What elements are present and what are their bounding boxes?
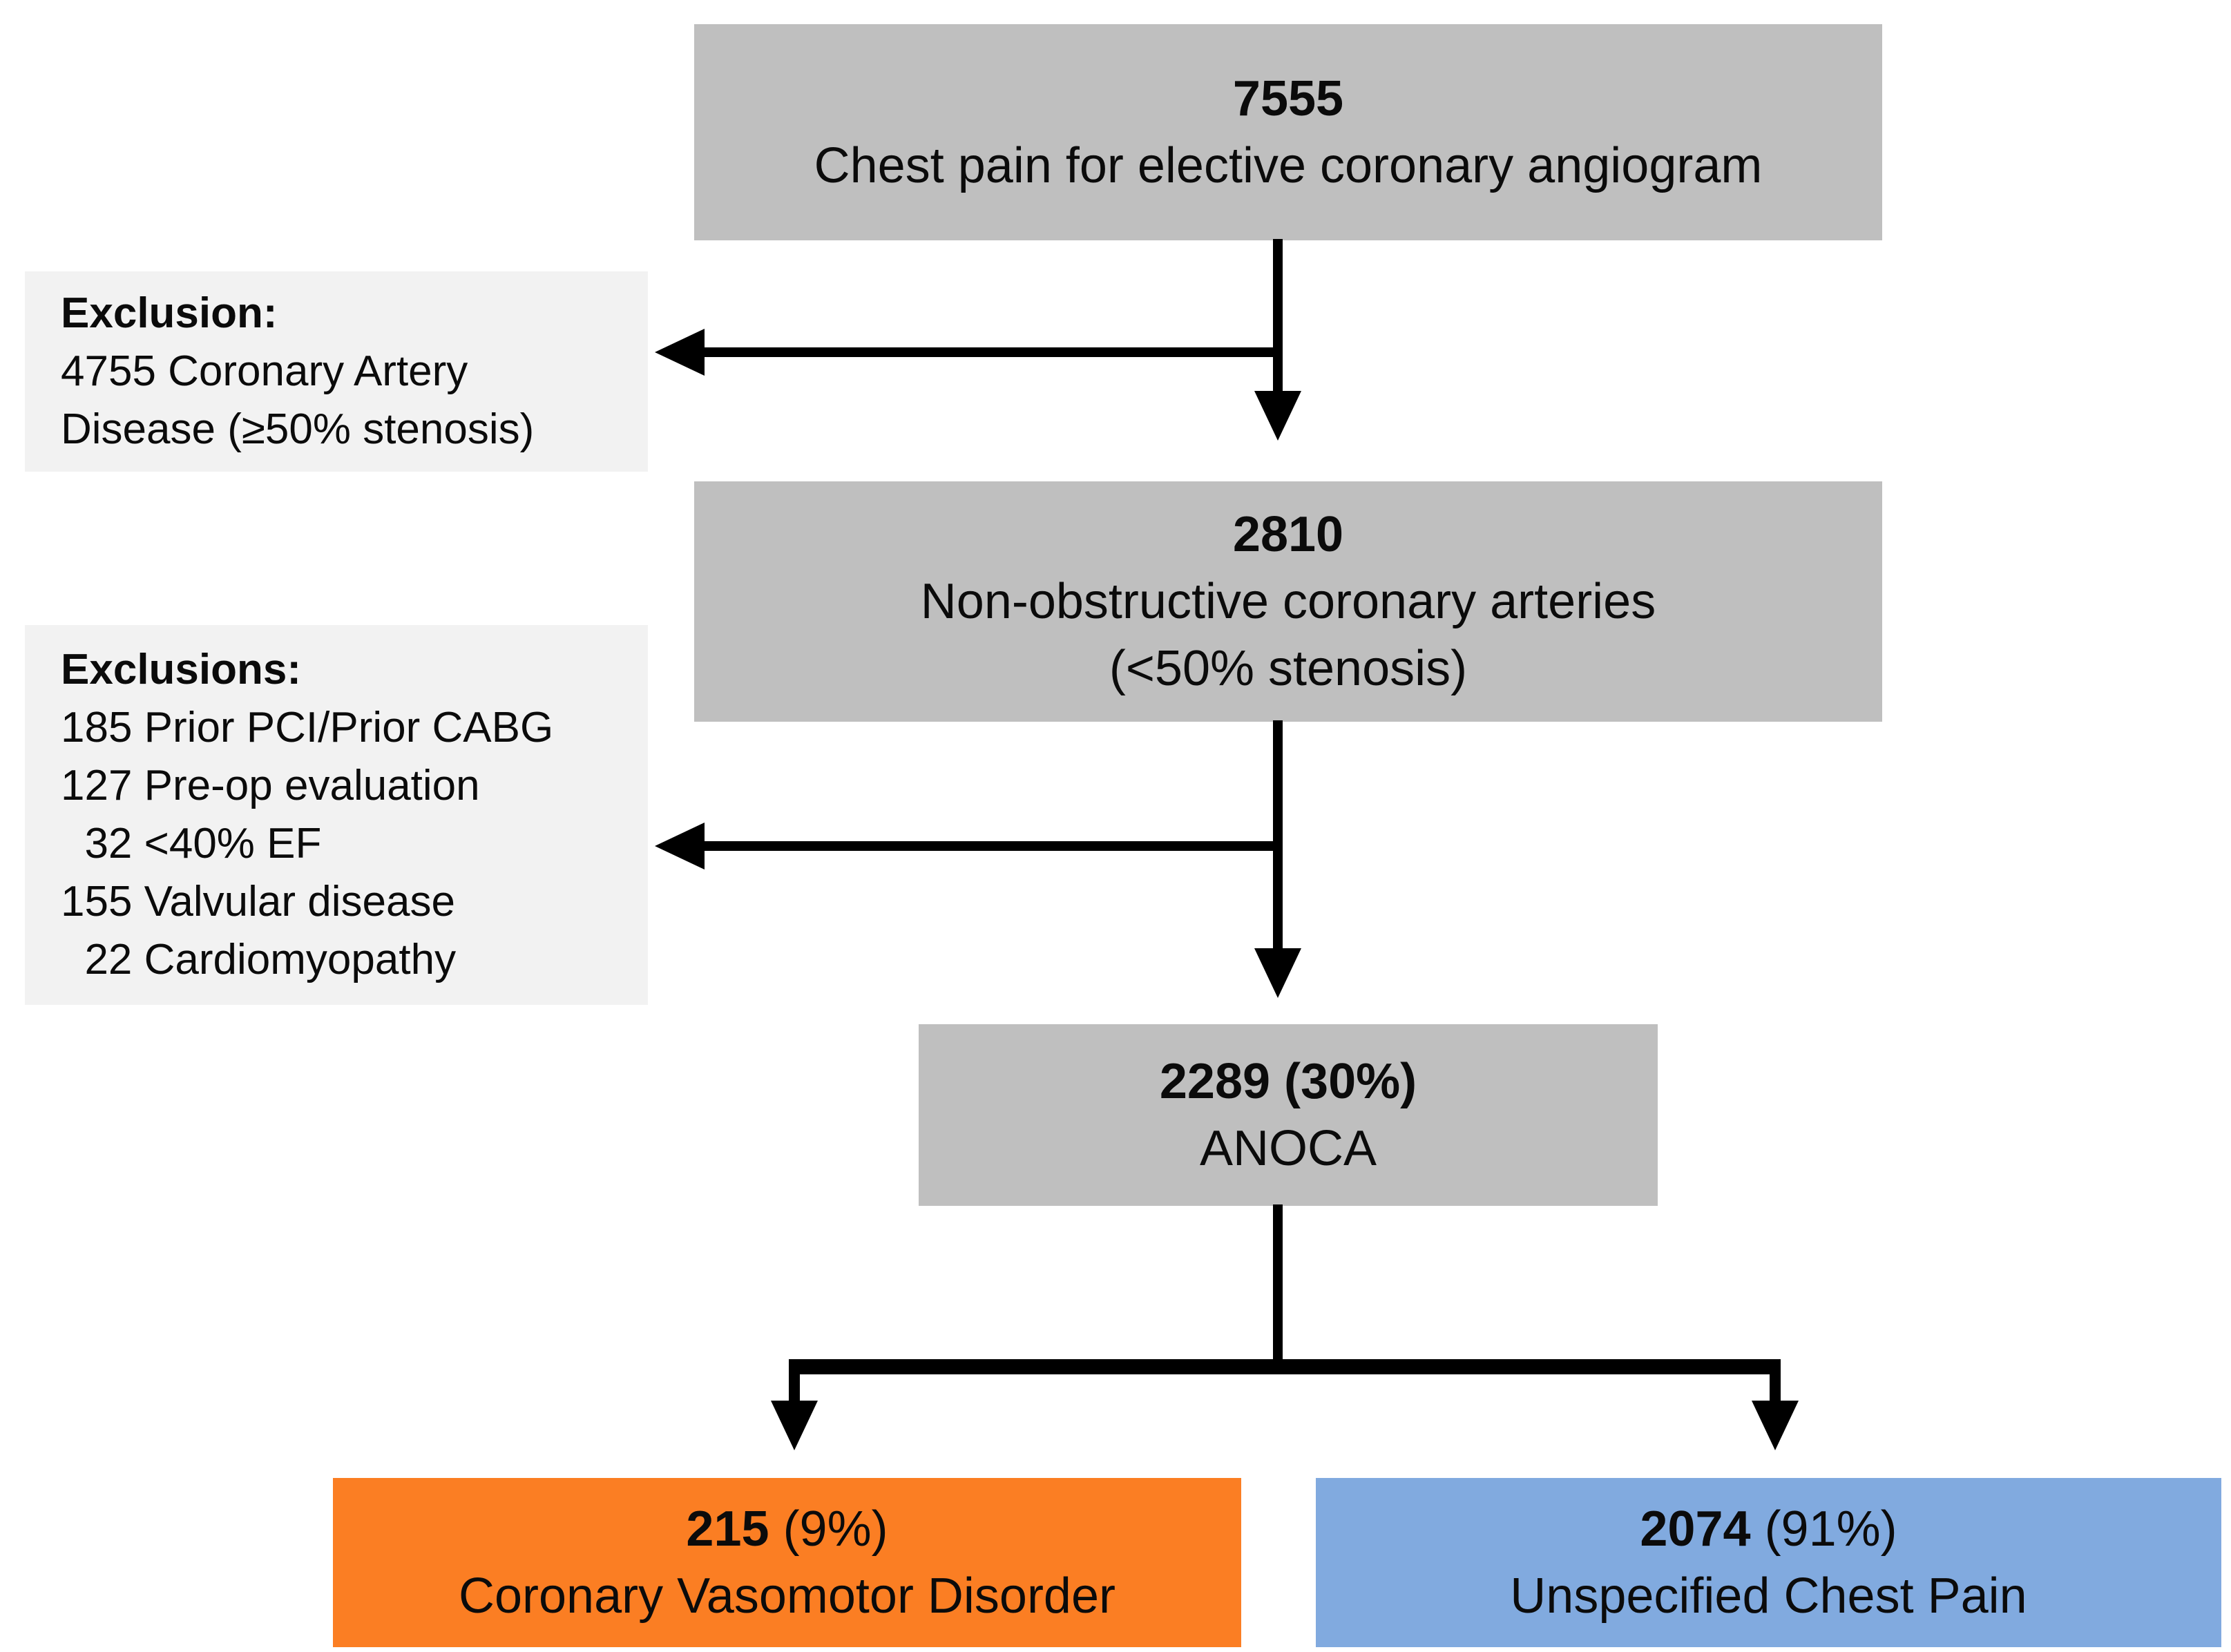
exclusion1-box: Exclusion: 4755 Coronary Artery Disease …: [25, 271, 648, 472]
exclusion2-item: 155 Valvular disease: [61, 878, 455, 925]
branch-crossbar: [789, 1359, 1781, 1374]
exclusion2-box: Exclusions: 185 Prior PCI/Prior CABG 127…: [25, 625, 648, 1005]
exclusion2-item: 22 Cardiomyopathy: [61, 936, 457, 983]
connector-left-2: [703, 841, 1283, 851]
vasomotor-label: Coronary Vasomotor Disorder: [458, 1568, 1116, 1624]
unspecified-percent: (91%): [1764, 1501, 1897, 1557]
branch-right-drop: [1770, 1359, 1781, 1403]
exclusion1-line1: 4755 Coronary Artery: [61, 347, 468, 395]
unspecified-label: Unspecified Chest Pain: [1510, 1568, 2027, 1624]
unspecified-count-line: 2074 (91%): [1640, 1496, 1897, 1563]
unspecified-count: 2074: [1640, 1501, 1751, 1557]
nonobstructive-box: 2810 Non-obstructive coronary arteries (…: [694, 481, 1882, 722]
exclusion1-heading: Exclusion:: [61, 289, 278, 337]
unspecified-box: 2074 (91%) Unspecified Chest Pain: [1316, 1478, 2221, 1647]
branch-left-drop: [789, 1359, 800, 1403]
exclusion2-item: 185 Prior PCI/Prior CABG: [61, 704, 554, 751]
arrowhead-left-2-icon: [655, 823, 705, 870]
vasomotor-count-line: 215 (9%): [686, 1496, 888, 1563]
nonobstructive-label1: Non-obstructive coronary arteries: [920, 573, 1656, 629]
nonobstructive-label2: (<50% stenosis): [1109, 640, 1468, 696]
arrowhead-branch-left-icon: [771, 1401, 818, 1450]
connector-down-2: [1273, 720, 1283, 950]
population-label: Chest pain for elective coronary angiogr…: [814, 137, 1763, 193]
population-box: 7555 Chest pain for elective coronary an…: [694, 24, 1882, 240]
anoca-count: 2289 (30%): [1159, 1053, 1417, 1109]
arrowhead-down-2-icon: [1254, 948, 1301, 998]
branch-stem: [1273, 1204, 1283, 1362]
connector-down-1: [1273, 239, 1283, 392]
arrowhead-branch-right-icon: [1752, 1401, 1799, 1450]
exclusion2-item: 127 Pre-op evaluation: [61, 762, 480, 809]
vasomotor-percent: (9%): [783, 1501, 888, 1557]
exclusion2-heading: Exclusions:: [61, 646, 301, 693]
vasomotor-box: 215 (9%) Coronary Vasomotor Disorder: [333, 1478, 1241, 1647]
arrowhead-left-1-icon: [655, 329, 705, 376]
exclusion2-item: 32 <40% EF: [61, 820, 322, 867]
arrowhead-down-1-icon: [1254, 391, 1301, 441]
connector-left-1: [703, 347, 1283, 357]
anoca-box: 2289 (30%) ANOCA: [919, 1024, 1658, 1206]
nonobstructive-count: 2810: [1232, 506, 1344, 562]
population-count: 7555: [1232, 70, 1344, 126]
anoca-label: ANOCA: [1199, 1120, 1377, 1176]
vasomotor-count: 215: [686, 1501, 769, 1557]
exclusion1-line2: Disease (≥50% stenosis): [61, 405, 535, 453]
